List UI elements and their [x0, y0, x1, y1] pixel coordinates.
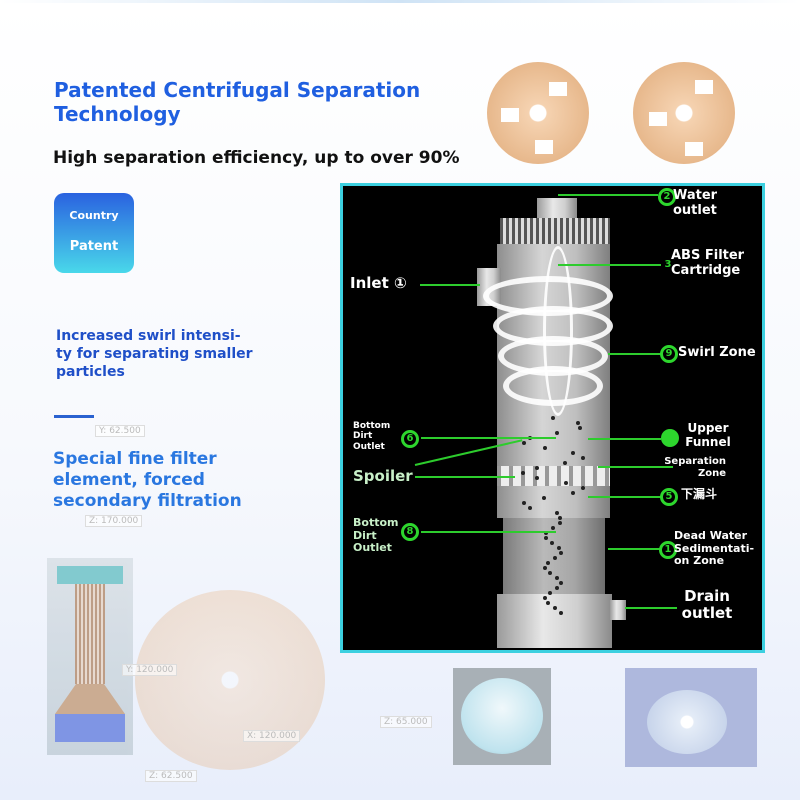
particle-dot	[528, 506, 533, 510]
cap-render-image	[453, 668, 551, 765]
particle-dot	[555, 511, 560, 515]
divider	[54, 415, 94, 418]
label-bottom-dirt-outlet: Bottom Dirt Outlet	[353, 516, 399, 555]
impeller-vane-image	[633, 62, 735, 164]
particle-dot	[553, 606, 558, 610]
particle-dot	[543, 596, 548, 600]
particle-dot	[580, 486, 585, 490]
callout-number: 3	[664, 259, 672, 270]
particle-dot	[547, 571, 552, 575]
cad-label: Y: 120.000	[122, 664, 178, 676]
particle-dot	[557, 546, 562, 550]
particle-dot	[558, 581, 563, 585]
label-abs-filter: ABS Filter Cartridge	[671, 248, 745, 278]
label-swirl-zone: Swirl Zone	[678, 345, 756, 360]
particle-dot	[544, 531, 549, 535]
particle-dot	[558, 551, 563, 555]
particle-dot	[551, 416, 555, 420]
callout-number: 1	[659, 541, 677, 559]
particle-dot	[570, 491, 575, 495]
drain-pipe	[610, 600, 626, 620]
particle-dot	[545, 561, 550, 565]
callout-number: 8	[401, 523, 419, 541]
label-bottom-dirt-outlet-upper: Bottom Dirt Outlet	[353, 421, 391, 452]
cad-label: Z: 170.000	[85, 515, 143, 527]
particle-dot	[558, 516, 563, 520]
particle-dot	[558, 611, 563, 615]
label-upper-funnel: Upper Funnel	[685, 421, 731, 449]
top-grille	[500, 218, 610, 244]
particle-dot	[576, 421, 581, 425]
badge-line2: Patent	[69, 239, 119, 254]
particle-dot	[543, 566, 548, 570]
housing-render-image	[625, 668, 757, 767]
label-water-outlet: Water outlet	[673, 188, 718, 218]
particle-dot	[534, 466, 539, 470]
page-title: Patented Centrifugal Separation Technolo…	[54, 78, 421, 126]
particle-dot	[578, 426, 583, 430]
cad-label: Y: 62.500	[95, 425, 145, 437]
particle-dot	[534, 476, 539, 480]
particle-dot	[545, 601, 550, 605]
label-lower-funnel: 下漏斗	[681, 487, 718, 501]
particle-dot	[542, 446, 547, 450]
callout-number: 5	[660, 488, 678, 506]
particle-dot	[563, 481, 568, 485]
label-spoiler: Spoiler	[353, 467, 413, 485]
particle-dot	[557, 521, 562, 525]
feature-swirl: Increased swirl intensi-ty for separatin…	[56, 328, 253, 380]
feature-filter: Special fine filter element, forced seco…	[53, 449, 242, 511]
country-patent-badge: Country Patent	[54, 193, 134, 273]
cad-label: Z: 65.000	[380, 716, 432, 728]
particle-dot	[543, 536, 548, 540]
filter-spiral	[543, 246, 573, 416]
label-inlet: Inlet ①	[350, 274, 407, 292]
particle-dot	[521, 471, 525, 475]
label-separation-zone: Separation Zone	[664, 456, 726, 479]
particle-dot	[563, 461, 568, 465]
impeller-render-faint	[135, 590, 325, 770]
particle-dot	[580, 456, 585, 460]
particle-dot	[570, 451, 575, 455]
particle-dot	[553, 556, 558, 560]
page-subtitle: High separation efficiency, up to over 9…	[53, 148, 460, 168]
top-outlet-pipe	[537, 198, 577, 218]
callout-dot	[661, 429, 679, 447]
impeller-disc-image	[487, 62, 589, 164]
separator-diagram: 2 Water outlet 3 ABS Filter Cartridge In…	[340, 183, 765, 653]
particle-dot	[550, 526, 555, 530]
tower-render-image	[47, 558, 133, 755]
badge-line1: Country	[69, 209, 119, 222]
callout-number: 9	[660, 345, 678, 363]
cad-label: Z: 62.500	[145, 770, 197, 782]
spoiler-ring	[497, 466, 610, 486]
particle-dot	[549, 541, 554, 545]
label-drain-outlet: Drain outlet	[681, 587, 733, 623]
callout-number: 2	[658, 188, 676, 206]
particle-dot	[555, 431, 560, 435]
particle-dot	[522, 441, 527, 445]
particle-dot	[547, 591, 552, 595]
callout-number: 6	[401, 430, 419, 448]
particle-dot	[542, 496, 547, 500]
cad-label: X: 120.000	[243, 730, 301, 742]
particle-dot	[555, 576, 560, 580]
base	[497, 594, 612, 648]
label-dead-water-zone: Dead Water Sedimentati-on Zone	[674, 529, 755, 568]
top-divider	[0, 0, 800, 3]
particle-dot	[522, 501, 527, 505]
particle-dot	[555, 586, 560, 590]
